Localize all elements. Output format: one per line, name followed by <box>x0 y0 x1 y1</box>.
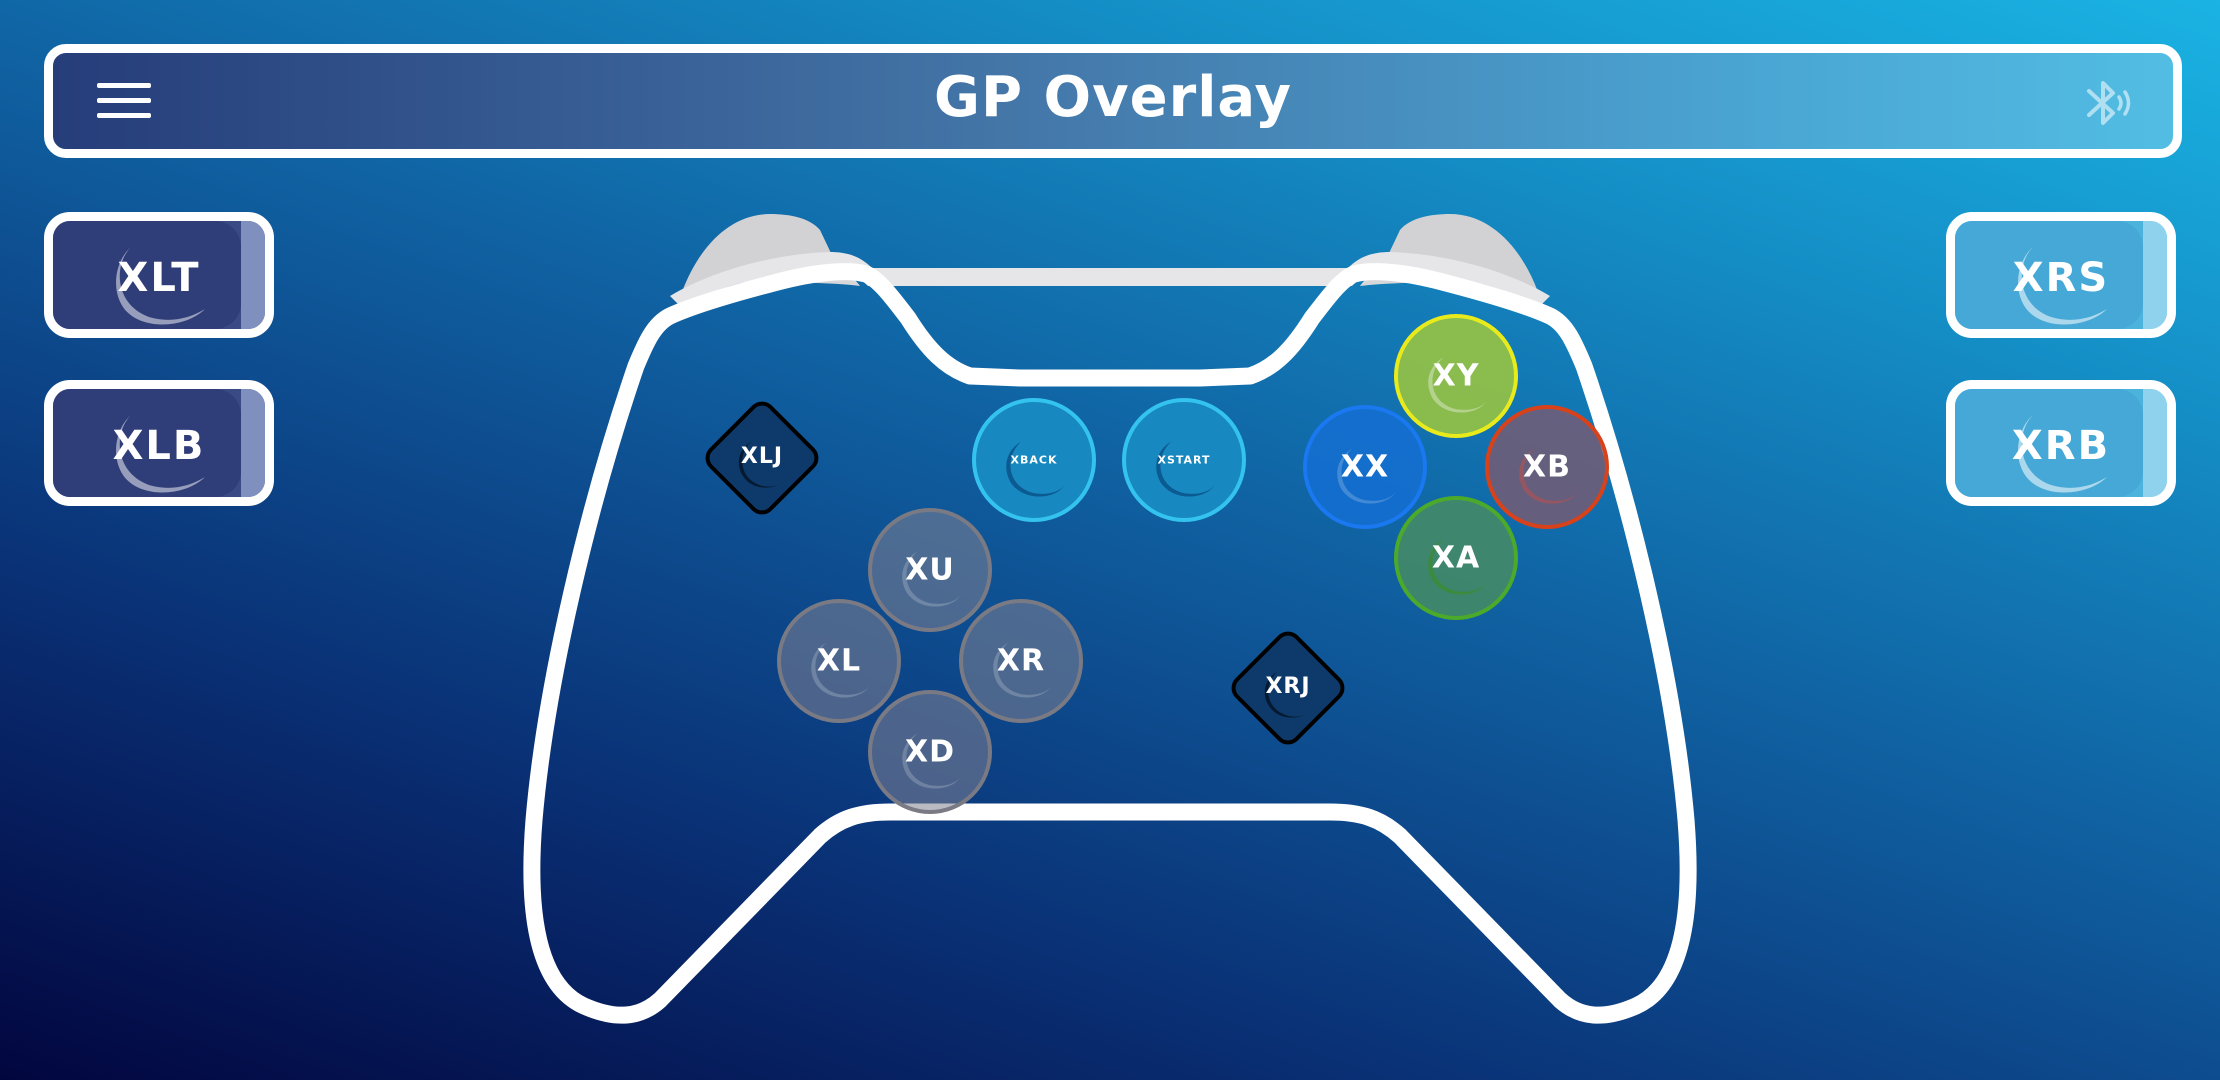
dpad-left-label: XL <box>816 643 862 679</box>
right-bumper-button[interactable]: XRB <box>1946 380 2176 506</box>
left-trigger-label: XLT <box>117 255 201 301</box>
dpad-up-button[interactable]: XU <box>868 508 992 632</box>
hamburger-menu-icon[interactable] <box>97 83 151 121</box>
start-label: XSTART <box>1157 453 1211 467</box>
left-trigger-button[interactable]: XLT <box>44 212 274 338</box>
back-label: XBACK <box>1010 453 1058 467</box>
b-label: XB <box>1523 449 1571 485</box>
dpad-right-button[interactable]: XR <box>959 599 1083 723</box>
crescent-icon <box>2018 247 2107 325</box>
dpad-down-button[interactable]: XD <box>868 690 992 814</box>
dpad-left-button[interactable]: XL <box>777 599 901 723</box>
a-label: XA <box>1431 540 1481 576</box>
right-bumper-label: XRB <box>2011 423 2111 469</box>
left-bumper-button[interactable]: XLB <box>44 380 274 506</box>
crescent-icon <box>116 247 205 325</box>
dpad-up-label: XU <box>905 552 955 588</box>
y-button[interactable]: XY <box>1394 314 1518 438</box>
b-button[interactable]: XB <box>1485 405 1609 529</box>
app-title: GP Overlay <box>934 65 1292 130</box>
right-stick-button[interactable]: XRS <box>1946 212 2176 338</box>
crescent-icon <box>2018 415 2107 493</box>
controller-outline <box>523 214 1697 1024</box>
y-label: XY <box>1432 358 1480 394</box>
a-button[interactable]: XA <box>1394 496 1518 620</box>
left-bumper-label: XLB <box>112 423 206 469</box>
header-bar: GP Overlay <box>44 44 2182 158</box>
x-button[interactable]: XX <box>1303 405 1427 529</box>
x-label: XX <box>1340 449 1390 485</box>
crescent-icon <box>1155 441 1215 497</box>
dpad-right-label: XR <box>996 643 1046 679</box>
bluetooth-icon[interactable] <box>2083 75 2137 131</box>
crescent-icon <box>738 442 787 488</box>
start-button[interactable]: XSTART <box>1122 398 1246 522</box>
right-stick-label: XRS <box>2012 255 2110 301</box>
crescent-icon <box>1264 672 1313 718</box>
dpad-down-label: XD <box>904 734 956 770</box>
back-button[interactable]: XBACK <box>972 398 1096 522</box>
crescent-icon <box>1005 441 1065 497</box>
crescent-icon <box>116 415 205 493</box>
